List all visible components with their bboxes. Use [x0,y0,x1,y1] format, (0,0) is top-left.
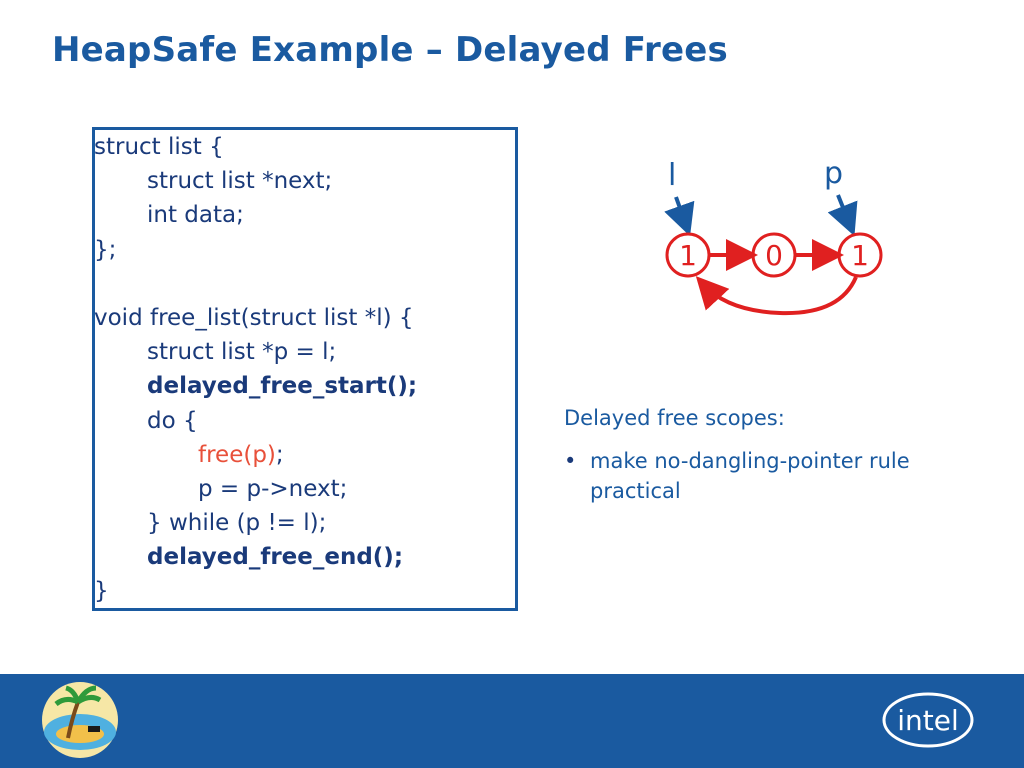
island-logo-icon [42,682,118,758]
code-line: } while (p != l); [94,506,417,540]
list-node-1-value: 1 [679,239,697,272]
code-text: delayed_free_start(); [147,373,418,400]
slide-title: HeapSafe Example – Delayed Frees [52,30,728,70]
code-line: p = p->next; [94,472,417,506]
code-box [92,127,518,611]
code-text: struct list *p = l; [147,339,337,366]
code-line: delayed_free_end(); [94,540,417,574]
next-arrow-loop [695,276,858,316]
code-line: int data; [94,198,417,232]
code-text: struct list *next; [147,168,333,195]
intel-logo-text: intel [897,704,959,737]
note-heading: Delayed free scopes: [564,406,785,430]
bullet-dot-icon: • [564,449,577,473]
code-text: } while (p != l); [147,510,327,537]
code-text: struct list { [94,134,224,160]
code-line [94,267,417,301]
code-line: } [94,574,417,608]
linked-list-diagram: l p 1 0 1 [664,156,883,316]
code-text: int data; [147,202,244,229]
note-bullet-text: make no-dangling-pointer rule practical [590,449,910,503]
list-node-3-value: 1 [851,239,869,272]
code-text: void free_list(struct list *l) { [94,304,414,331]
pointer-label-p: p [824,156,843,191]
list-node-2-value: 0 [765,239,783,272]
note-panel: Delayed free scopes: • make no-dangling-… [564,404,1004,506]
code-text: }; [94,236,117,263]
code-line: }; [94,233,417,267]
list-node-1 [665,232,711,278]
code-suffix: ; [275,441,284,468]
code-text: do { [147,407,198,434]
note-bullet: • make no-dangling-pointer rule practica… [564,446,1004,506]
footer-bar [0,674,1024,768]
pointer-arrow-l [664,196,695,237]
code-line: free(p); [94,438,417,472]
code-text: delayed_free_end(); [147,544,404,571]
code-text: p = p->next; [198,475,348,502]
intel-logo-icon: intel [882,692,974,748]
code-highlight: free(p) [198,441,276,468]
code-listing: struct list { struct list *next; int data;… [94,130,417,609]
pointer-arrow-p [827,194,858,237]
code-line: delayed_free_start(); [94,369,417,403]
code-line: struct list { [94,130,417,164]
code-line: struct list *p = l; [94,335,417,369]
code-line: do { [94,404,417,438]
code-line: struct list *next; [94,164,417,198]
code-text: } [94,578,109,605]
code-line: void free_list(struct list *l) { [94,301,417,335]
pointer-label-l: l [668,158,676,193]
